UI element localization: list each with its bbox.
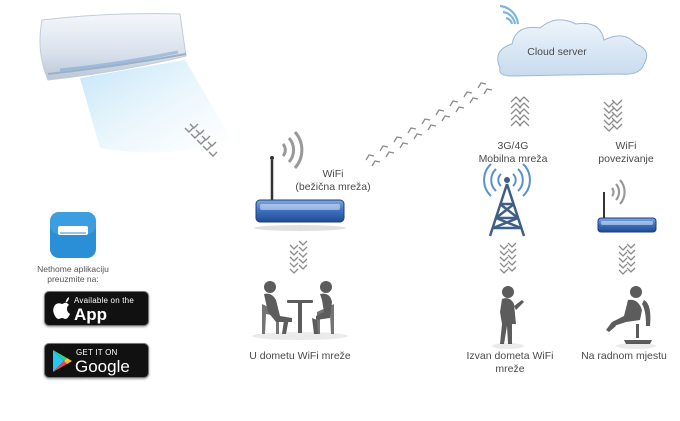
out-range-line2: mreže <box>495 363 525 375</box>
workplace-label: Na radnom mjestu <box>581 350 667 362</box>
mobile-label-line1: 3G/4G <box>497 140 529 152</box>
wificonn-label-line2: povezivanje <box>598 153 654 165</box>
people-at-table-icon <box>252 281 348 340</box>
small-router-icon <box>597 179 657 233</box>
arrow-ac-router <box>184 123 218 157</box>
mobile-network-label: 3G/4G Mobilna mreža <box>470 140 556 166</box>
app-store-button[interactable]: Available on the App Store <box>44 291 149 344</box>
app-store-big-text: App Store <box>74 305 118 344</box>
arrow-tower-person <box>499 242 517 274</box>
cloud-wifi-signal-icon <box>499 4 520 25</box>
wifi-connection-label: WiFi povezivanje <box>588 140 664 166</box>
app-label-line2: preuzmite na: <box>47 274 99 284</box>
arrow-router-cloud <box>365 82 493 167</box>
app-download-label: Nethome aplikaciju preuzmite na: <box>28 264 118 284</box>
cell-tower-icon <box>483 163 531 237</box>
wifi-label-line2: (bežična mreža) <box>295 181 371 193</box>
mobile-label-line2: Mobilna mreža <box>478 153 548 165</box>
cloud-server-icon <box>497 19 648 77</box>
wifi-router-icon <box>254 131 346 231</box>
apple-icon <box>53 297 70 319</box>
google-play-icon <box>53 350 72 372</box>
app-store-small-text: Available on the <box>74 296 134 305</box>
air-conditioner-icon <box>39 13 232 153</box>
wifi-label-line1: WiFi <box>322 168 344 180</box>
wificonn-label-line1: WiFi <box>615 140 637 152</box>
office-chair-person-icon <box>606 286 656 349</box>
app-label-line1: Nethome aplikaciju <box>37 264 109 274</box>
google-play-button[interactable]: GET IT ON Google play <box>44 343 149 396</box>
standing-person-icon <box>492 286 524 349</box>
cloud-server-label: Cloud server <box>527 46 587 58</box>
google-play-big-text: Google play <box>75 357 130 396</box>
arrow-cloud-wificonn <box>603 99 623 132</box>
arrow-router-people <box>289 240 308 274</box>
arrow-smallrouter-person <box>618 243 636 275</box>
nethome-app-icon[interactable] <box>50 212 96 258</box>
wifi-label: WiFi (bežična mreža) <box>292 168 374 194</box>
out-range-line1: Izvan dometa WiFi <box>466 350 554 362</box>
google-play-small-text: GET IT ON <box>76 348 118 357</box>
in-range-label: U dometu WiFi mreže <box>249 350 351 362</box>
arrow-cloud-tower <box>510 96 530 127</box>
out-of-range-label: Izvan dometa WiFi mreže <box>460 350 560 376</box>
